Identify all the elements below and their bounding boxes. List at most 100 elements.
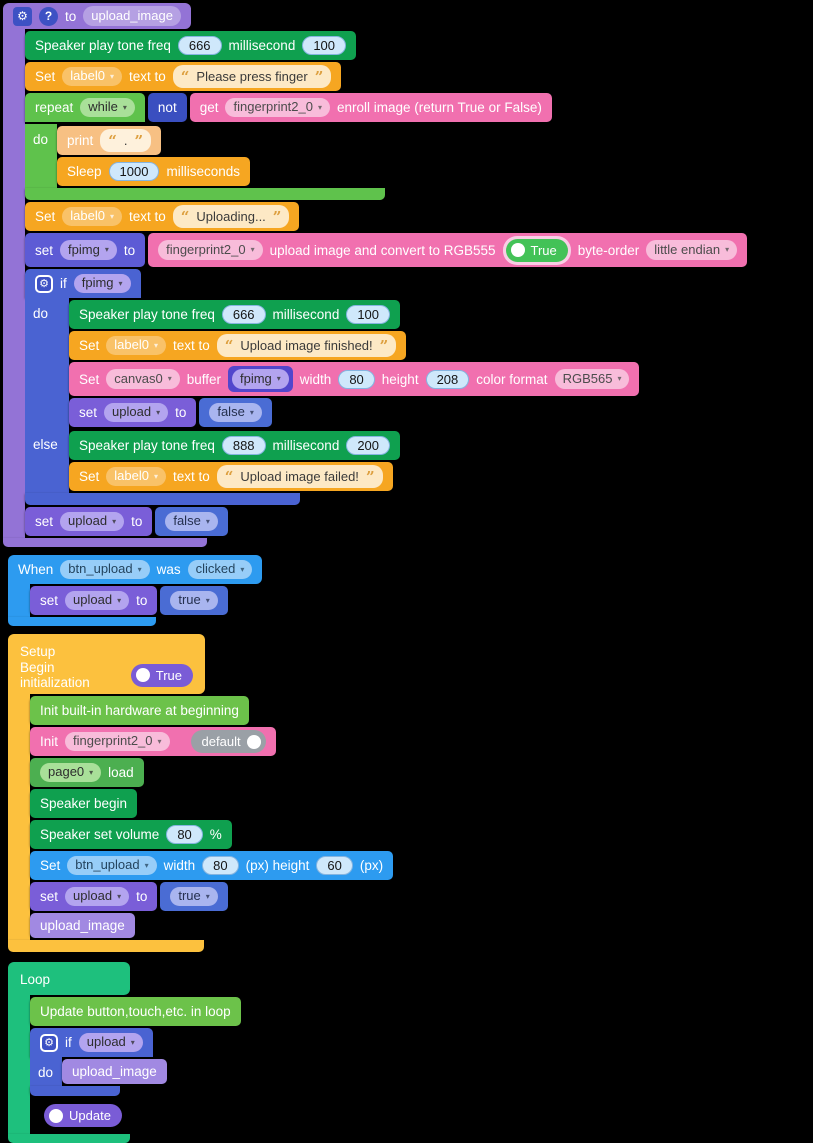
height-input[interactable]: 60 [316, 856, 353, 875]
boolean-value-block[interactable]: false ▾ [155, 507, 228, 536]
variable-dropdown[interactable]: upload ▾ [60, 511, 125, 532]
widget-dropdown[interactable]: btn_upload ▾ [60, 559, 150, 580]
width-input[interactable]: 80 [338, 369, 375, 389]
fingerprint-enroll-block[interactable]: get fingerprint2_0 ▾ enroll image (retur… [189, 93, 552, 122]
set-upload-block[interactable]: set upload ▾ to [25, 507, 153, 536]
device-dropdown[interactable]: fingerprint2_0 ▾ [158, 240, 263, 260]
init-fingerprint-block[interactable]: Init fingerprint2_0 ▾ default [30, 727, 276, 756]
dropdown-arrow-icon: ▾ [117, 595, 122, 605]
update-toggle[interactable]: Update [44, 1104, 122, 1127]
set-label-text-block[interactable]: Set label0 ▾ text to “ Upload image fini… [69, 331, 407, 360]
height-input[interactable]: 208 [425, 369, 470, 389]
boolean-value-block[interactable]: false ▾ [199, 398, 272, 427]
label-dropdown[interactable]: label0 ▾ [62, 206, 122, 227]
variable-dropdown[interactable]: upload ▾ [65, 886, 130, 907]
gear-icon[interactable]: ⚙ [35, 274, 53, 293]
variable-dropdown[interactable]: upload ▾ [65, 590, 130, 611]
boolean-value-block[interactable]: true ▾ [160, 882, 228, 911]
set-label-text-block[interactable]: Set label0 ▾ text to “ Uploading... ” [25, 202, 300, 231]
set-fpimg-block[interactable]: set fpimg ▾ to [25, 233, 146, 267]
set-label-text-block[interactable]: Set label0 ▾ text to “ Upload image fail… [69, 462, 393, 491]
function-header[interactable]: ⚙ ? to upload_image [3, 3, 191, 29]
dropdown-value: label0 [70, 208, 105, 224]
string-input[interactable]: “ Please press finger ” [172, 65, 332, 88]
print-block[interactable]: print “ . ” [57, 126, 162, 155]
begin-init-toggle[interactable]: True [130, 663, 193, 687]
set-upload-block[interactable]: set upload ▾ to [30, 586, 158, 615]
speaker-volume-block[interactable]: Speaker set volume 80 % [30, 820, 232, 849]
set-upload-block[interactable]: set upload ▾ to [69, 398, 197, 427]
default-toggle[interactable]: default [190, 730, 266, 753]
page-dropdown[interactable]: page0 ▾ [40, 762, 102, 783]
width-input[interactable]: 80 [202, 856, 239, 875]
set-label-text-block[interactable]: Set label0 ▾ text to “ Please press fing… [25, 62, 342, 91]
variable-dropdown[interactable]: upload ▾ [104, 402, 169, 423]
true-toggle[interactable]: True [505, 238, 568, 262]
set-upload-block[interactable]: set upload ▾ to [30, 882, 158, 911]
call-upload-image-block[interactable]: upload_image [30, 913, 135, 938]
widget-dropdown[interactable]: btn_upload ▾ [67, 855, 157, 876]
if-header[interactable]: ⚙ if fpimg ▾ [25, 269, 141, 298]
byte-order-dropdown[interactable]: little endian ▾ [646, 240, 738, 260]
label-dropdown[interactable]: label0 ▾ [62, 66, 122, 87]
loop-stack: Loop Update button,touch,etc. in loop ⚙ … [8, 962, 813, 1143]
when-clicked-header[interactable]: When btn_upload ▾ was clicked ▾ [8, 555, 263, 584]
speaker-begin-block[interactable]: Speaker begin [30, 789, 138, 818]
label: Sleep [67, 164, 102, 179]
string-input[interactable]: “ Uploading... ” [172, 205, 290, 228]
set-button-size-block[interactable]: Set btn_upload ▾ width 80 (px) height 60… [30, 851, 394, 880]
event-dropdown[interactable]: clicked ▾ [187, 559, 253, 580]
function-name-field[interactable]: upload_image [83, 6, 181, 26]
speaker-play-tone-block[interactable]: Speaker play tone freq 888 millisecond 2… [69, 431, 401, 460]
string-input[interactable]: “ Upload image failed! ” [216, 465, 383, 488]
boolean-value-block[interactable]: true ▾ [160, 586, 228, 615]
setup-header[interactable]: Setup Begin initialization True [8, 634, 205, 694]
sleep-block[interactable]: Sleep 1000 milliseconds [57, 157, 250, 186]
condition-variable[interactable]: upload ▾ [78, 1032, 143, 1053]
gear-icon[interactable]: ⚙ [40, 1033, 58, 1052]
page-load-block[interactable]: page0 ▾ load [30, 758, 144, 787]
repeat-header[interactable]: repeat while ▾ [25, 93, 145, 122]
fingerprint-upload-image-block[interactable]: fingerprint2_0 ▾ upload image and conver… [148, 233, 748, 267]
volume-input[interactable]: 80 [166, 825, 203, 844]
string-input[interactable]: “ . ” [100, 129, 152, 152]
color-format-dropdown[interactable]: RGB565 ▾ [554, 369, 630, 389]
speaker-play-tone-block[interactable]: Speaker play tone freq 666 millisecond 1… [69, 300, 401, 329]
device-dropdown[interactable]: fingerprint2_0 ▾ [65, 731, 170, 752]
toggle-circle [246, 734, 261, 749]
freq-input[interactable]: 666 [177, 36, 222, 55]
set-canvas-buffer-block[interactable]: Set canvas0 ▾ buffer fpimg ▾ [69, 362, 640, 396]
duration-input[interactable]: 100 [346, 305, 391, 324]
freq-input[interactable]: 666 [221, 305, 266, 324]
boolean-dropdown[interactable]: true ▾ [170, 590, 218, 611]
duration-input[interactable]: 200 [346, 436, 391, 455]
variable-block[interactable]: fpimg ▾ [227, 366, 293, 392]
call-upload-image-block[interactable]: upload_image [62, 1059, 167, 1084]
sleep-duration-input[interactable]: 1000 [108, 162, 160, 181]
speaker-play-tone-block[interactable]: Speaker play tone freq 666 millisecond 1… [25, 31, 357, 60]
repeat-mode-dropdown[interactable]: while ▾ [80, 97, 135, 118]
string-input[interactable]: “ Upload image finished! ” [216, 334, 397, 357]
update-widgets-block[interactable]: Update button,touch,etc. in loop [30, 997, 241, 1026]
boolean-dropdown[interactable]: true ▾ [170, 886, 218, 907]
freq-input[interactable]: 888 [221, 436, 266, 455]
help-icon[interactable]: ? [39, 6, 58, 26]
dropdown-arrow-icon: ▾ [240, 564, 245, 574]
variable-dropdown[interactable]: fpimg ▾ [231, 369, 289, 389]
loop-header[interactable]: Loop [8, 962, 130, 995]
init-hardware-block[interactable]: Init built-in hardware at beginning [30, 696, 249, 725]
duration-input[interactable]: 100 [302, 36, 347, 55]
boolean-dropdown[interactable]: false ▾ [165, 511, 218, 532]
dropdown-arrow-icon: ▾ [109, 71, 114, 81]
gear-icon[interactable]: ⚙ [13, 6, 32, 26]
not-block[interactable]: not [147, 93, 187, 122]
device-dropdown[interactable]: fingerprint2_0 ▾ [225, 97, 330, 118]
label-dropdown[interactable]: label0 ▾ [106, 335, 166, 356]
variable-dropdown[interactable]: fpimg ▾ [60, 240, 117, 260]
label: byte-order [577, 242, 640, 258]
label-dropdown[interactable]: label0 ▾ [106, 466, 166, 487]
condition-variable[interactable]: fpimg ▾ [73, 273, 131, 294]
if-header[interactable]: ⚙ if upload ▾ [30, 1028, 153, 1057]
canvas-dropdown[interactable]: canvas0 ▾ [106, 369, 180, 389]
boolean-dropdown[interactable]: false ▾ [209, 402, 262, 423]
